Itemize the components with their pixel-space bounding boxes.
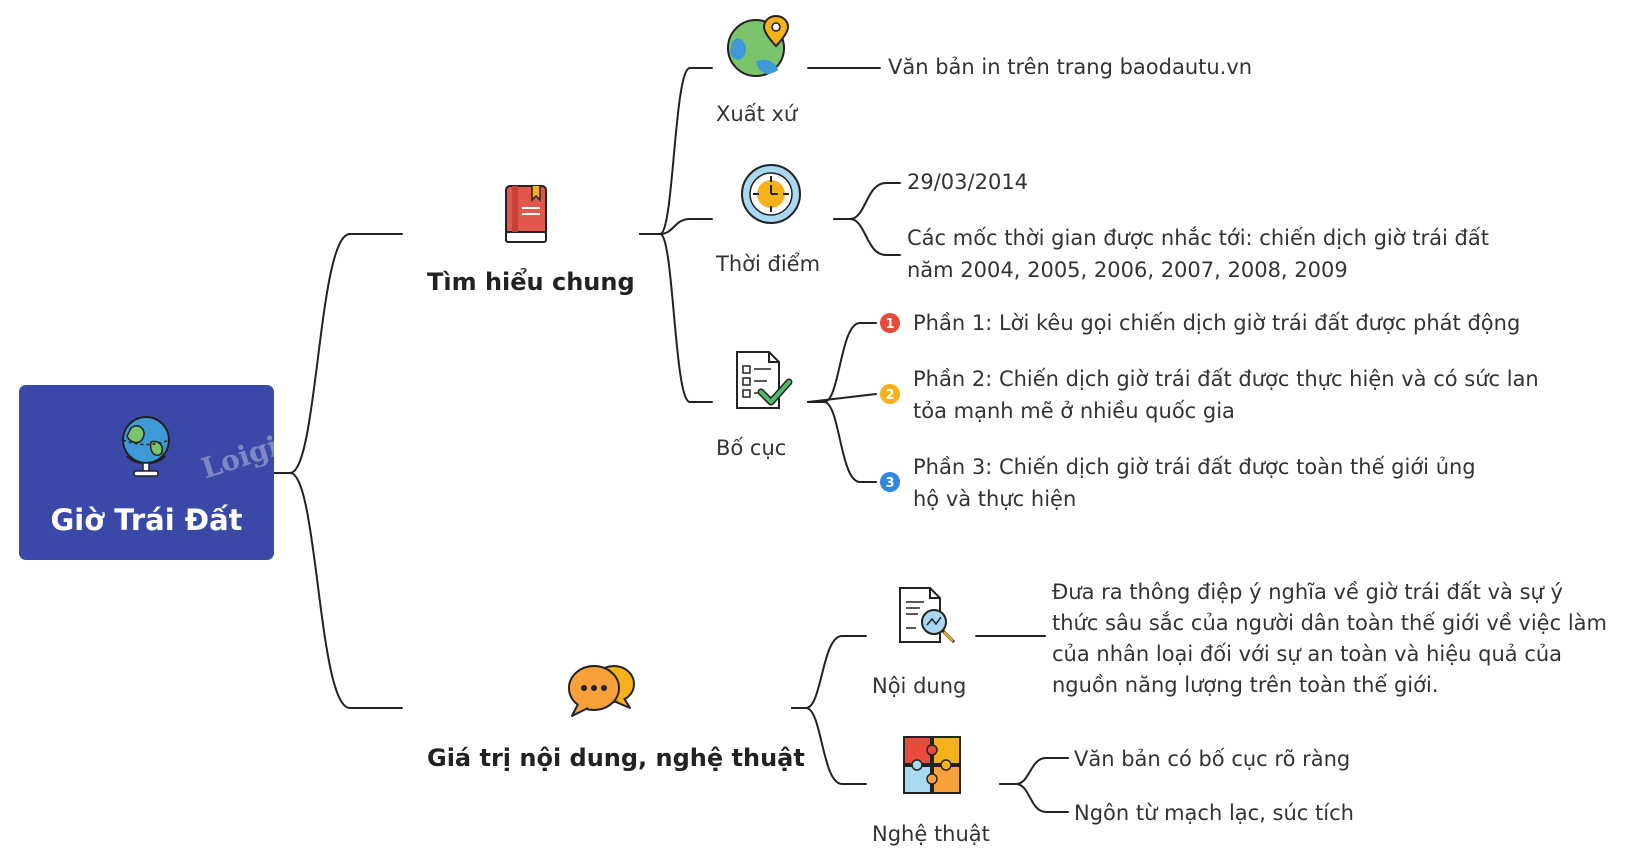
nghe-thuat-item2: Ngôn từ mạch lạc, súc tích	[1074, 801, 1354, 825]
root-node[interactable]: Giờ Trái Đất	[19, 385, 274, 560]
thoi-diem-milestones-line1: Các mốc thời gian được nhắc tới: chiến d…	[907, 226, 1489, 250]
xuat-xu-detail: Văn bản in trên trang baodautu.vn	[888, 55, 1253, 79]
bo-cuc-part3-line1: Phần 3: Chiến dịch giờ trái đất được toà…	[913, 455, 1476, 479]
noi-dung-line2: thức sâu sắc của người dân toàn thế giới…	[1052, 611, 1607, 635]
thoi-diem-date: 29/03/2014	[907, 170, 1029, 194]
puzzle-icon	[903, 736, 961, 794]
svg-text:1: 1	[885, 317, 894, 332]
label-tim-hieu-chung: Tìm hiểu chung	[427, 268, 635, 296]
badge-2-icon: 2	[880, 384, 900, 404]
checklist-icon	[736, 351, 793, 409]
noi-dung-line3: của nhân loại đối với sự an toàn và hiệu…	[1052, 642, 1563, 666]
svg-text:2: 2	[885, 388, 894, 403]
label-bo-cuc: Bố cục	[716, 436, 787, 460]
thoi-diem-milestones-line2: năm 2004, 2005, 2006, 2007, 2008, 2009	[907, 258, 1348, 282]
badge-1-icon: 1	[880, 313, 900, 333]
bo-cuc-part1-line1: Phần 1: Lời kêu gọi chiến dịch giờ trái …	[913, 311, 1521, 335]
globe-pin-icon	[727, 14, 790, 77]
label-noi-dung: Nội dung	[872, 674, 967, 698]
label-xuat-xu: Xuất xứ	[716, 102, 798, 126]
bo-cuc-part3-line2: hộ và thực hiện	[913, 487, 1077, 511]
bo-cuc-part2-line1: Phần 2: Chiến dịch giờ trái đất được thự…	[913, 367, 1539, 391]
globe-icon	[122, 416, 170, 477]
nghe-thuat-item1: Văn bản có bố cục rõ ràng	[1074, 747, 1351, 771]
document-search-icon	[899, 587, 956, 644]
svg-text:3: 3	[885, 476, 894, 491]
book-icon	[505, 185, 547, 243]
noi-dung-line4: nguồn năng lượng trên toàn thế giới.	[1052, 673, 1439, 697]
badge-3-icon: 3	[880, 472, 900, 492]
chat-bubbles-icon	[568, 665, 635, 717]
label-nghe-thuat: Nghệ thuật	[872, 822, 990, 846]
clock-icon	[741, 164, 801, 224]
root-title: Giờ Trái Đất	[50, 503, 243, 537]
label-gia-tri: Giá trị nội dung, nghệ thuật	[427, 744, 805, 772]
bo-cuc-part2-line2: tỏa mạnh mẽ ở nhiều quốc gia	[913, 399, 1235, 423]
noi-dung-line1: Đưa ra thông điệp ý nghĩa về giờ trái đấ…	[1052, 580, 1563, 604]
label-thoi-diem: Thời điểm	[716, 252, 821, 276]
